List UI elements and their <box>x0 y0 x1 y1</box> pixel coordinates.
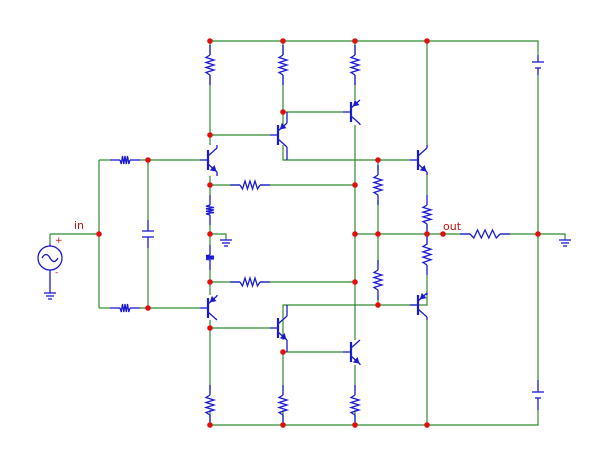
source-plus-label: + <box>55 236 63 246</box>
components <box>37 45 571 425</box>
resistor <box>371 260 385 300</box>
junction-node <box>207 279 213 285</box>
junction-node <box>280 349 286 355</box>
junction-node <box>375 302 381 308</box>
ground-icon <box>559 239 571 247</box>
resistor <box>230 178 270 192</box>
resistor <box>371 165 385 205</box>
junction-node <box>280 38 286 44</box>
junction-node <box>375 231 381 237</box>
pnp-transistor <box>343 99 361 125</box>
npn-transistor <box>343 339 361 365</box>
labels: in out + - <box>55 219 462 278</box>
battery <box>532 380 544 410</box>
ground-icon <box>220 239 232 247</box>
npn-transistor <box>200 145 218 176</box>
npn-transistor <box>410 145 428 175</box>
junction-node <box>207 38 213 44</box>
ground-icon <box>44 292 56 300</box>
resistor <box>276 385 290 425</box>
source-minus-label: - <box>55 268 58 278</box>
wires <box>49 40 566 426</box>
resistor <box>420 195 434 234</box>
junction-node <box>352 231 358 237</box>
resistor <box>203 385 217 425</box>
resistor <box>203 45 217 85</box>
pnp-transistor <box>200 295 218 321</box>
resistor <box>460 228 510 240</box>
junction-node <box>207 325 213 331</box>
npn-transistor <box>270 305 288 352</box>
junction-node <box>207 132 213 138</box>
wire <box>210 233 227 240</box>
input-label: in <box>74 219 84 232</box>
junction-node <box>145 157 151 163</box>
junction-node <box>280 109 286 115</box>
resistor <box>205 245 215 270</box>
junction-node <box>424 422 430 428</box>
battery <box>532 55 544 75</box>
junction-node <box>96 231 102 237</box>
wire <box>282 145 378 161</box>
junction-node <box>352 182 358 188</box>
output-label: out <box>443 220 462 233</box>
junction-node <box>280 422 286 428</box>
junction-node <box>207 182 213 188</box>
junction-nodes <box>96 38 541 428</box>
resistor <box>110 303 140 313</box>
wire <box>500 233 566 240</box>
resistor <box>348 45 362 85</box>
ac-source-icon <box>37 244 63 293</box>
wire <box>282 75 343 113</box>
resistor <box>348 385 362 425</box>
resistor <box>205 195 215 225</box>
resistor <box>110 155 140 165</box>
junction-node <box>375 157 381 163</box>
wire <box>210 40 539 55</box>
wire <box>210 410 539 426</box>
capacitor <box>142 220 154 248</box>
resistor <box>420 234 434 275</box>
junction-node <box>424 231 430 237</box>
pnp-transistor <box>270 112 288 160</box>
resistor <box>230 275 270 289</box>
junction-node <box>440 231 446 237</box>
pnp-transistor <box>410 292 428 320</box>
junction-node <box>145 305 151 311</box>
junction-node <box>207 231 213 237</box>
junction-node <box>352 422 358 428</box>
junction-node <box>535 231 541 237</box>
junction-node <box>207 422 213 428</box>
junction-node <box>352 38 358 44</box>
junction-node <box>352 279 358 285</box>
junction-node <box>424 38 430 44</box>
resistor <box>276 45 290 85</box>
